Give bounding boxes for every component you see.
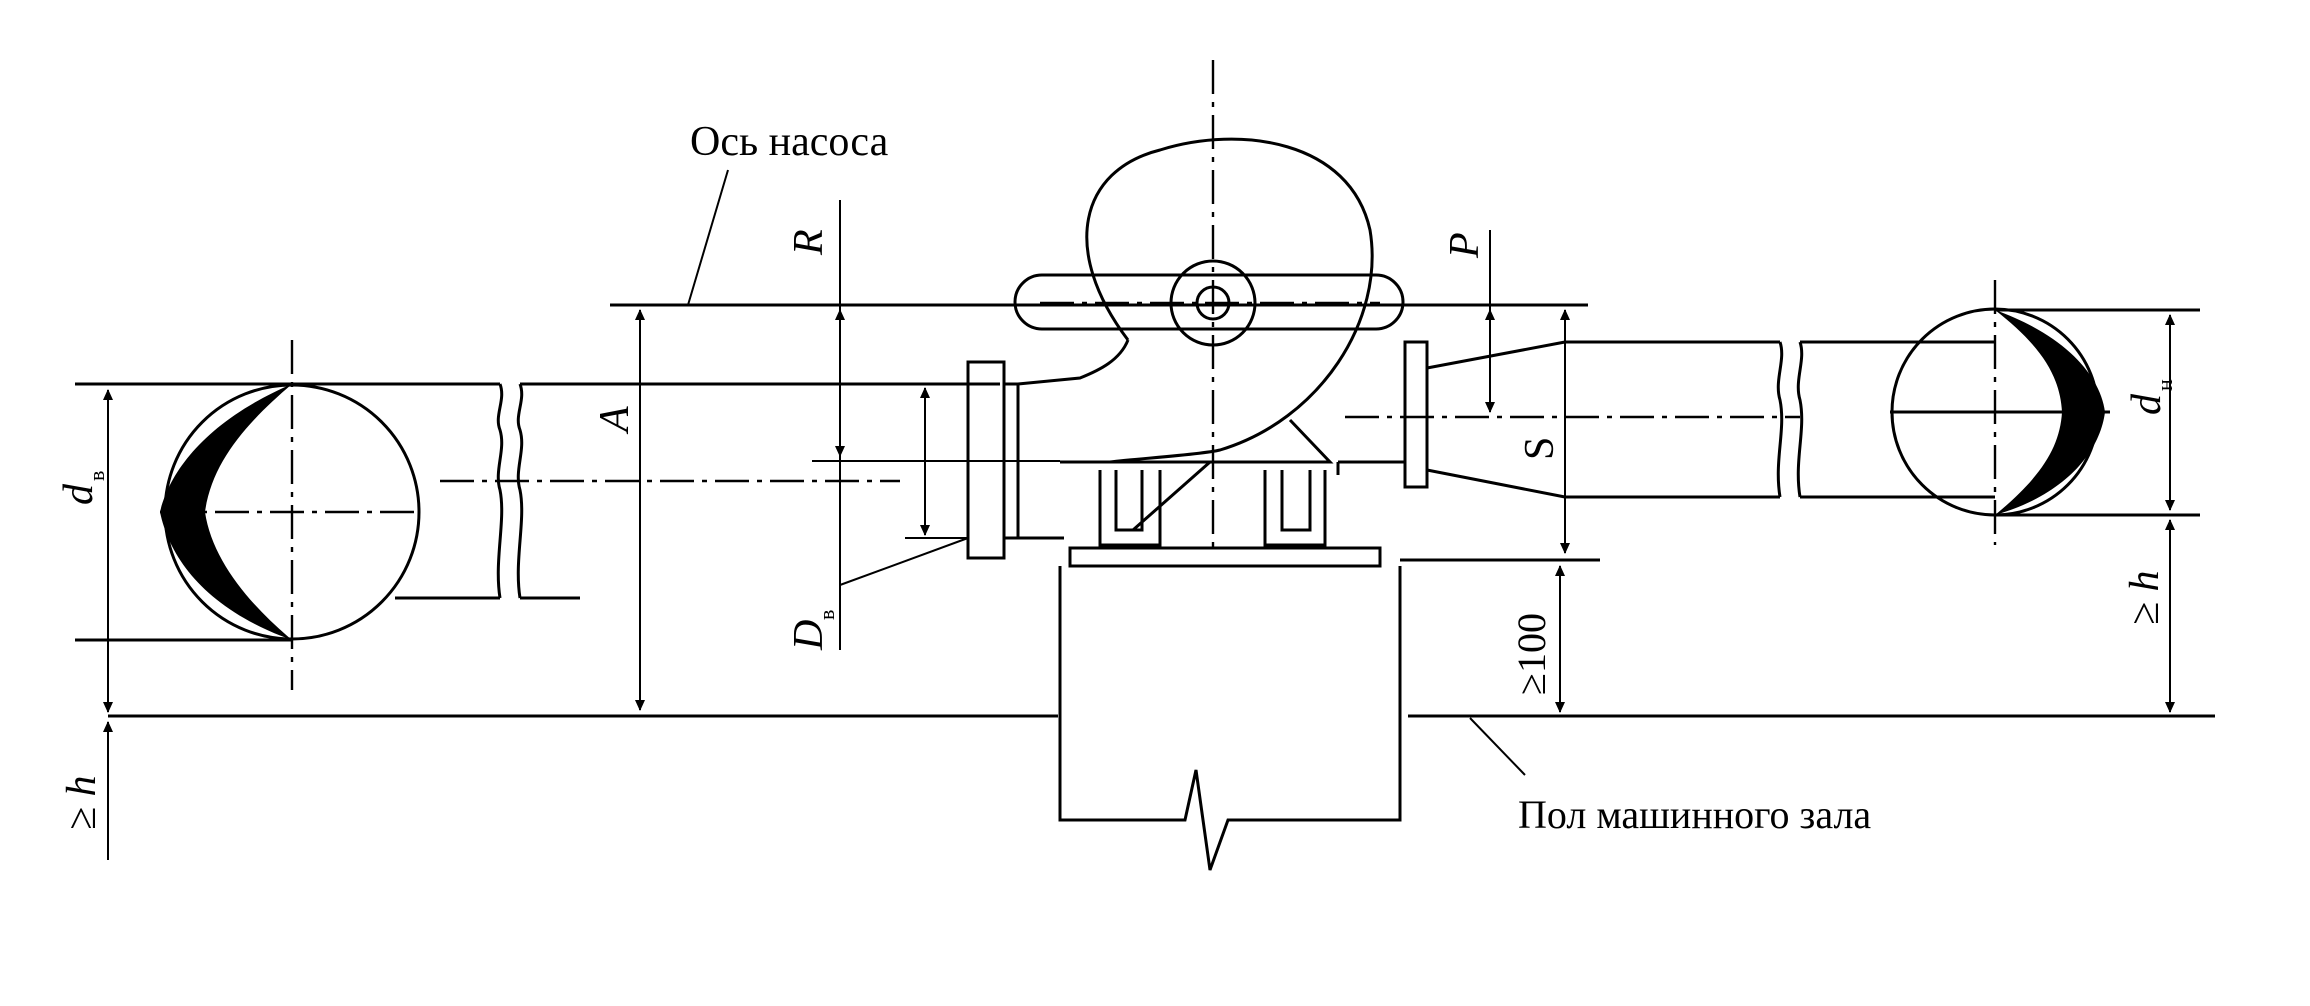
svg-text:D: D: [786, 620, 832, 651]
foundation: [1058, 558, 1600, 871]
S-label: S: [1517, 437, 1563, 460]
D-in-label: D в: [786, 610, 839, 651]
pump-axis-label: Ось насоса: [690, 119, 889, 165]
svg-text:н: н: [2152, 379, 2177, 391]
P-label: P: [1442, 232, 1488, 259]
h-left-label: ≥ h: [59, 775, 105, 830]
discharge-flange: [1336, 340, 1429, 489]
pump-axis-leader: [687, 169, 729, 306]
discharge-pipe-crescent: [1995, 310, 2105, 515]
h-right-label: ≥ h: [2122, 570, 2168, 625]
svg-text:в: в: [84, 471, 109, 481]
pump-casing: [1013, 60, 1405, 568]
svg-text:d: d: [2124, 393, 2170, 415]
d-in-label: d в: [56, 471, 109, 505]
svg-text:в: в: [814, 610, 839, 620]
dimension-D-in: [839, 383, 969, 586]
R-label: R: [786, 229, 832, 256]
dimension-R: [812, 200, 1060, 650]
floor-label: Пол машинного зала: [1518, 792, 1871, 837]
suction-pipe-crescent: [160, 384, 292, 640]
A-label: A: [592, 406, 638, 435]
svg-text:d: d: [56, 483, 102, 505]
floor-leader: [1469, 717, 1526, 776]
min-100-label: ≥100: [1509, 613, 1554, 695]
suction-pipe: [75, 340, 1000, 690]
discharge-pipe: [1345, 280, 2200, 545]
d-out-label: d н: [2124, 379, 2177, 415]
